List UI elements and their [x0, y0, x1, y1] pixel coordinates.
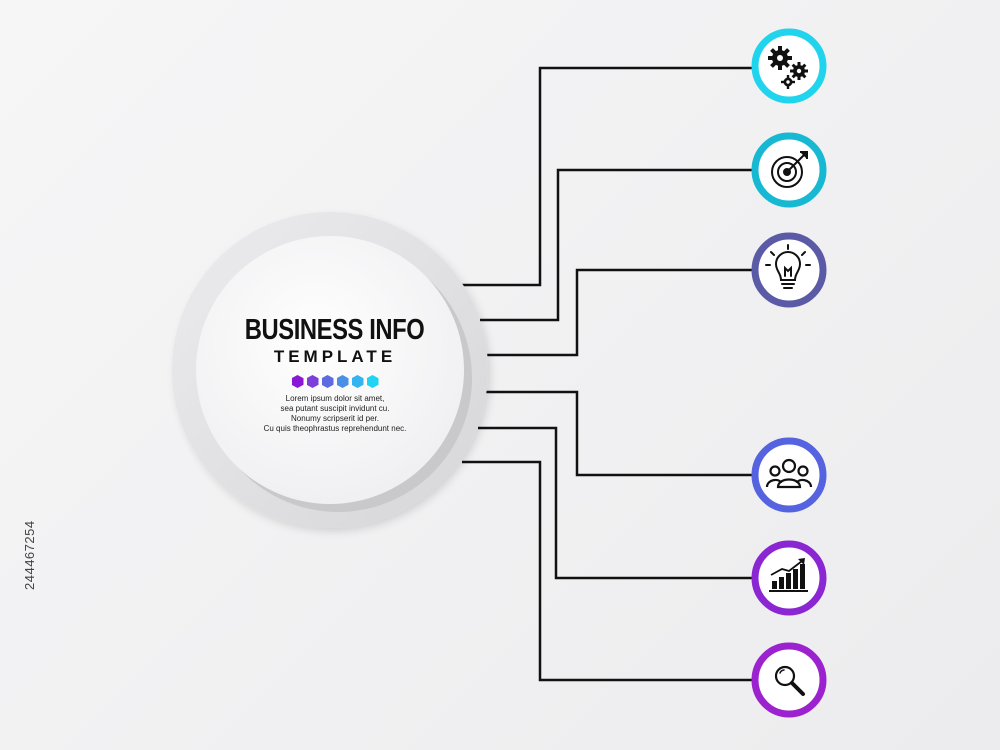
growth-chart-icon — [769, 558, 808, 592]
connector-5 — [478, 426, 752, 580]
center-text-block: BUSINESS INFO TEMPLATE Lorem ipsum dolor… — [205, 315, 465, 434]
page-subtitle: TEMPLATE — [273, 347, 397, 366]
stock-id-label: 244467254 — [22, 520, 37, 590]
hexagon — [321, 375, 334, 388]
node-lightbulb[interactable] — [751, 232, 827, 308]
connector-lines — [462, 66, 752, 682]
node-target[interactable] — [751, 132, 827, 208]
connector-3 — [487, 268, 752, 357]
hexagon — [336, 375, 349, 388]
page-title: BUSINESS INFO — [245, 314, 425, 346]
main-circle — [172, 212, 488, 528]
body-line: Cu quis theophrastus reprehendunt nec. — [263, 424, 407, 433]
connector-4 — [485, 390, 752, 477]
body-text: Lorem ipsum dolor sit amet, sea putant s… — [264, 394, 407, 434]
team-icon — [765, 458, 813, 489]
node-team[interactable] — [751, 437, 827, 513]
connector-6 — [462, 460, 752, 682]
node-growth-chart[interactable] — [751, 540, 827, 616]
node-search[interactable] — [751, 642, 827, 718]
lightbulb-icon — [765, 244, 811, 289]
connector-1 — [462, 66, 752, 287]
target-icon — [771, 151, 808, 188]
search-icon — [774, 665, 805, 696]
node-gears[interactable] — [751, 28, 827, 104]
hexagon — [366, 375, 379, 388]
gears-icon — [768, 46, 808, 89]
connector-2 — [480, 168, 752, 322]
hexagon — [306, 375, 319, 388]
hexagon — [351, 375, 364, 388]
body-line: sea putant suscipit invidunt cu. — [280, 404, 390, 413]
hexagon-row — [291, 375, 379, 388]
body-line: Nonumy scripserit id per. — [290, 414, 379, 423]
hexagon — [291, 375, 304, 388]
body-line: Lorem ipsum dolor sit amet, — [285, 394, 385, 403]
